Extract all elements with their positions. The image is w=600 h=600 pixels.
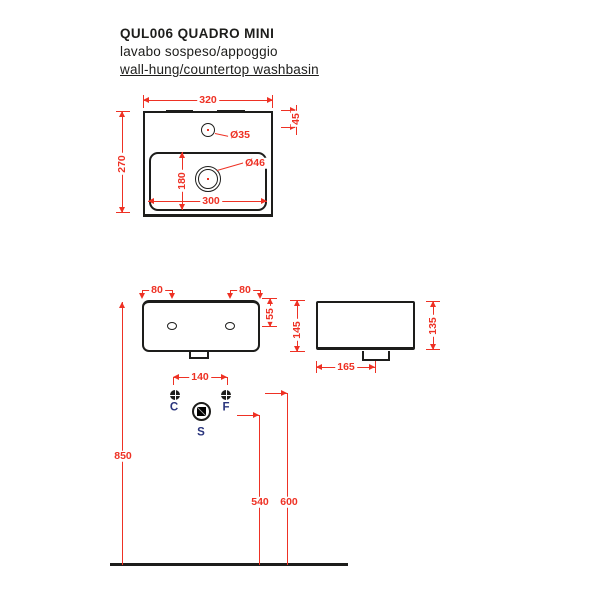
dim-540-leader: [237, 415, 259, 416]
dim-180-arrow-down: [179, 204, 185, 210]
dim-45-leader-bottom: [281, 127, 295, 128]
dim-front-height: 145: [290, 319, 303, 341]
dim-145-arrow-up: [294, 300, 300, 306]
dim-side-height: 135: [426, 315, 439, 337]
dim-55-arrow-down: [267, 321, 273, 327]
dim-850-arrow-up: [119, 302, 125, 308]
dim-45-arrow-top: [290, 107, 296, 113]
dim-tap-hole-offset: 45: [289, 111, 302, 127]
dim-55-arrow-up: [267, 298, 273, 304]
top-view-fixing-slot-right: [217, 110, 245, 113]
dim-320-arrow-left: [143, 97, 149, 103]
dim-165-arrow-right: [369, 364, 375, 370]
side-view-outline: [316, 301, 415, 350]
cold-water-icon: [170, 390, 180, 400]
drain-outlet-icon: [192, 402, 211, 421]
side-drain-stub: [362, 351, 390, 361]
product-code: QUL006 QUADRO MINI: [120, 26, 275, 41]
dim-165-stub-right: [375, 361, 376, 373]
dim-300-arrow-right: [261, 198, 267, 204]
front-mount-hole-right: [225, 322, 235, 330]
dim-80l-arrow-right: [169, 293, 175, 299]
hot-water-label: F: [222, 401, 230, 414]
subtitle-italian: lavabo sospeso/appoggio: [120, 44, 278, 59]
dim-145-arrow-down: [294, 346, 300, 352]
cold-water-label: C: [169, 401, 179, 414]
dim-right-hole-offset: 80: [237, 283, 253, 296]
dim-rim-height: 850: [112, 449, 134, 462]
floor-line: [110, 563, 348, 566]
dim-45-arrow-bottom: [290, 124, 296, 130]
dim-300-arrow-left: [148, 198, 154, 204]
dim-270-arrow-up: [119, 111, 125, 117]
front-drain-stub: [189, 352, 209, 359]
dim-supply-height: 600: [278, 495, 300, 508]
dim-hole-depth: 55: [263, 306, 276, 322]
dim-140-arrow-left: [173, 374, 179, 380]
dim-140-arrow-right: [221, 374, 227, 380]
front-view-outline: [142, 300, 260, 352]
dim-320-arrow-right: [267, 97, 273, 103]
dim-supply-spacing: 140: [189, 370, 211, 383]
hot-water-icon: [221, 390, 231, 400]
top-view-fixing-slot-left: [166, 110, 193, 113]
dim-45-leader-top: [281, 110, 295, 111]
dim-165-arrow-left: [316, 364, 322, 370]
dim-270-arrow-down: [119, 207, 125, 213]
dim-overall-width: 320: [197, 93, 219, 106]
dim-80r-arrow-left: [227, 293, 233, 299]
dim-basin-width: 300: [200, 194, 222, 207]
dim-tap-hole-diameter: Ø35: [228, 128, 252, 141]
dim-overall-depth: 270: [115, 153, 128, 175]
dim-850-line: [122, 302, 123, 565]
dim-540-arrow: [253, 412, 259, 418]
dim-drain-diameter: Ø46: [243, 156, 267, 169]
drain-outlet-label: S: [197, 426, 205, 439]
dim-600-arrow: [281, 390, 287, 396]
drain-hole-outer: [195, 166, 221, 192]
tap-hole: [201, 123, 215, 137]
dim-drain-outlet-height: 540: [249, 495, 271, 508]
subtitle-english: wall-hung/countertop washbasin: [120, 62, 319, 77]
dim-80l-arrow-left: [139, 293, 145, 299]
dim-135-arrow-up: [430, 301, 436, 307]
dim-140-stub-right: [227, 377, 228, 385]
dim-540-line: [259, 415, 260, 565]
drain-outlet-square: [197, 407, 206, 416]
dim-basin-depth: 180: [175, 170, 188, 192]
dim-side-depth: 165: [335, 360, 357, 373]
dim-140-stub-left: [173, 377, 174, 385]
dim-left-hole-offset: 80: [149, 283, 165, 296]
dim-600-leader: [265, 393, 287, 394]
dim-135-arrow-down: [430, 344, 436, 350]
dim-80r-arrow-right: [257, 293, 263, 299]
front-mount-hole-left: [167, 322, 177, 330]
dim-180-arrow-up: [179, 152, 185, 158]
dim-600-line: [287, 393, 288, 565]
